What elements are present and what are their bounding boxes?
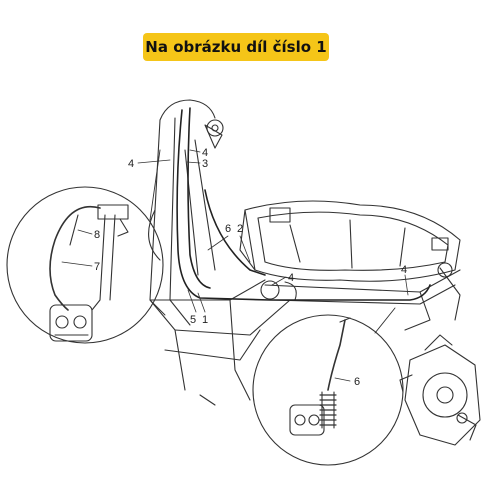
callout-4: 4 <box>128 158 134 170</box>
callout-8: 8 <box>94 229 100 241</box>
detail-circle-left-icon <box>6 149 166 344</box>
callout-4: 4 <box>401 264 407 276</box>
callout-5: 5 <box>190 314 196 326</box>
callout-1: 1 <box>202 314 208 326</box>
callout-3: 3 <box>202 158 208 170</box>
part-banner: Na obrázku díl číslo 1 <box>143 33 329 61</box>
callout-7: 7 <box>94 261 100 273</box>
callout-4: 4 <box>202 147 208 159</box>
brake-caliper-icon <box>289 404 325 436</box>
callout-6: 6 <box>354 376 360 388</box>
callout-4: 4 <box>288 272 294 284</box>
brake-caliper-icon <box>49 299 101 342</box>
detail-circle-right-icon <box>252 307 404 466</box>
scooter-frame-icon <box>148 99 461 406</box>
callout-2: 2 <box>237 223 243 235</box>
rear-brake-assembly-icon <box>399 334 481 446</box>
callout-6: 6 <box>225 223 231 235</box>
